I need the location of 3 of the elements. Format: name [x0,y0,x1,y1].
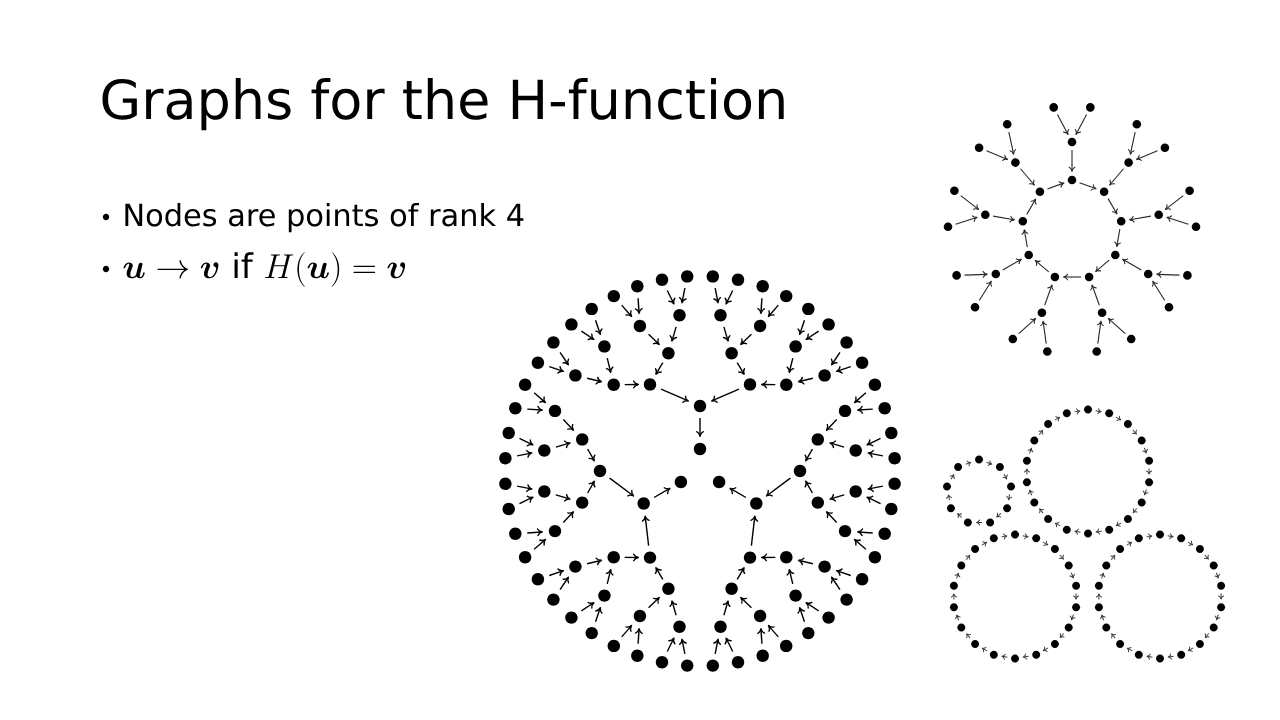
bullet-text: $\boldsymbol{u} \to \boldsymbol{v} \text{ if } H(\boldsymbol{u}) = \boldsymbol{v}$ [123,252,406,287]
bullet-text: Nodes are points of rank 4 [125,202,524,233]
slide-title: Graphs for the H-function [102,78,784,131]
